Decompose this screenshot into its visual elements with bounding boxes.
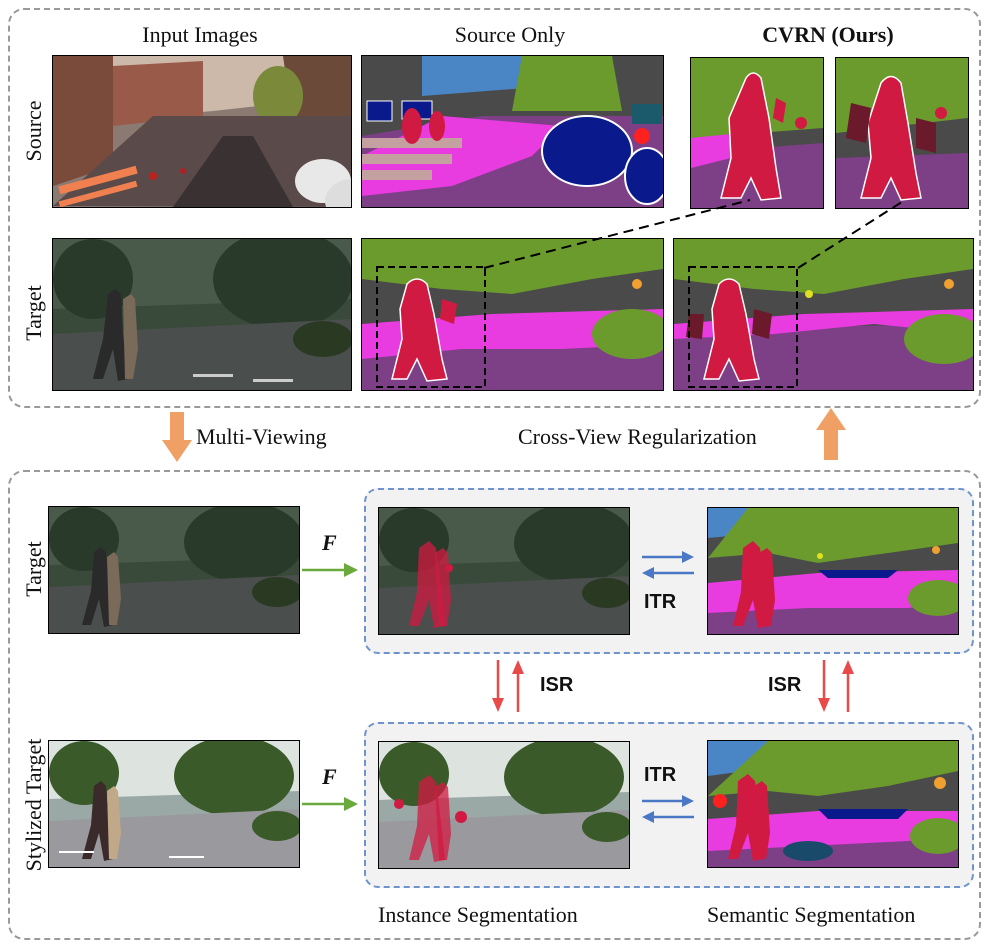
header-cvrn: CVRN (Ours) xyxy=(762,22,894,47)
green-arrow-top xyxy=(302,563,358,577)
top-panel xyxy=(8,8,981,408)
target-input-image-bottom xyxy=(48,506,300,634)
cvrn-target-seg xyxy=(673,238,974,391)
green-arrow-bottom xyxy=(302,797,358,811)
cvrn-crop-1 xyxy=(690,57,824,209)
isr-label-left: ISR xyxy=(540,674,574,696)
row-label-source: Source xyxy=(21,100,46,162)
isr-arrows-right xyxy=(818,660,854,712)
cross-view-regularization-label: Cross-View Regularization xyxy=(518,424,757,449)
function-label-top: F xyxy=(322,530,337,555)
stylized-target-input-image xyxy=(48,740,300,868)
instance-seg-target xyxy=(378,507,630,635)
row-label-stylized-target: Stylized Target xyxy=(21,738,46,872)
row-label-target-top: Target xyxy=(21,285,46,341)
header-source-only: Source Only xyxy=(454,22,566,47)
row-label-target-bottom: Target xyxy=(21,541,46,597)
target-input-image-top xyxy=(52,238,352,391)
source-only-target-seg xyxy=(361,238,664,391)
bottom-panel xyxy=(8,470,981,940)
multi-viewing-label: Multi-Viewing xyxy=(196,424,327,449)
function-label-bottom: F xyxy=(322,764,337,789)
instance-seg-stylized xyxy=(378,741,630,869)
caption-instance-segmentation: Instance Segmentation xyxy=(378,902,578,927)
source-input-image xyxy=(52,55,352,208)
cvrn-crop-2 xyxy=(835,57,969,209)
header-input-images: Input Images xyxy=(142,22,258,47)
isr-label-right: ISR xyxy=(768,674,802,696)
itr-label-top: ITR xyxy=(644,591,677,613)
cross-view-regularization-arrow xyxy=(816,408,846,460)
multi-viewing-arrow xyxy=(162,412,192,462)
semantic-seg-stylized xyxy=(707,740,959,868)
itr-arrows-top xyxy=(642,551,694,579)
itr-label-bottom: ITR xyxy=(644,764,677,786)
source-only-source-seg xyxy=(361,55,664,208)
caption-semantic-segmentation: Semantic Segmentation xyxy=(707,902,916,927)
semantic-seg-target xyxy=(707,507,959,635)
isr-arrows-left xyxy=(492,660,524,712)
itr-arrows-bottom xyxy=(642,795,694,823)
